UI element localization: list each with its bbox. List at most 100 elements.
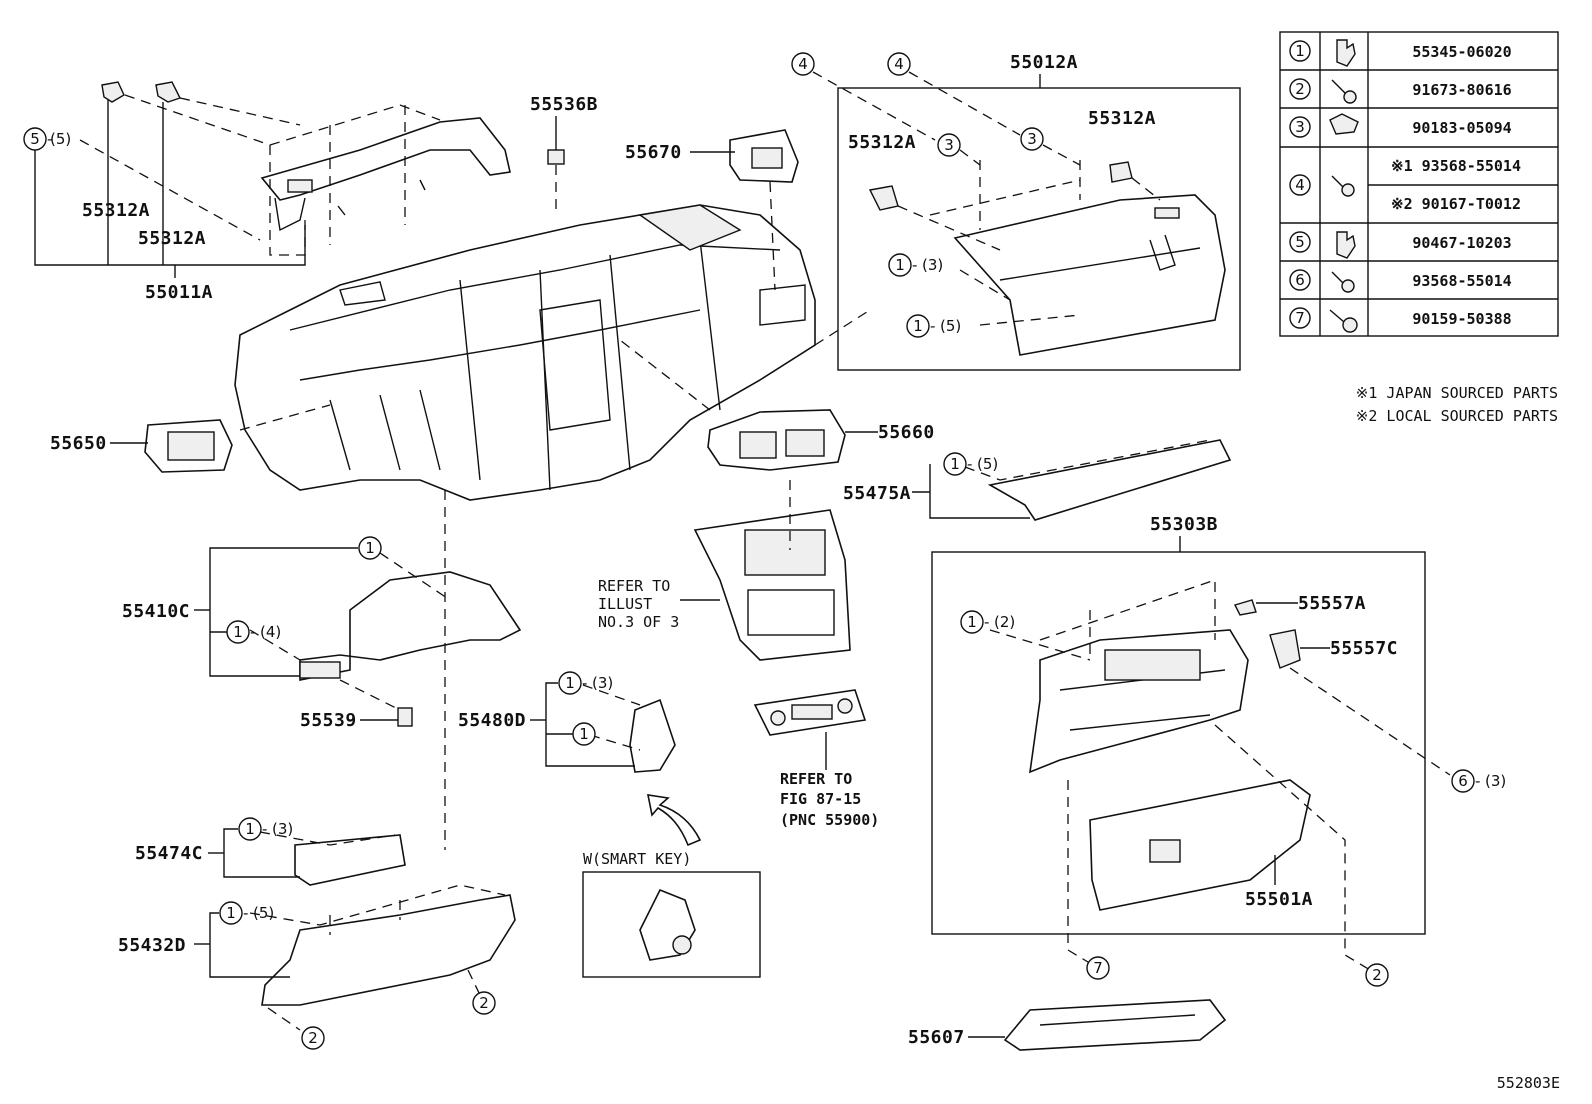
label-55432D: 55432D [118,935,186,956]
ref-fig-1: REFER TO [780,770,852,788]
svg-text:(5): (5) [977,455,998,473]
svg-text:1: 1 [565,674,575,692]
svg-text:7: 7 [1093,959,1103,977]
svg-text:6: 6 [1458,772,1468,790]
clip-55312A-box-right [1109,161,1133,183]
svg-text:90159-50388: 90159-50388 [1412,310,1511,328]
svg-text:3: 3 [1027,130,1037,148]
svg-text:91673-80616: 91673-80616 [1412,81,1511,99]
ref-illust-1: REFER TO [598,577,670,595]
svg-text:※1 93568-55014: ※1 93568-55014 [1391,157,1521,175]
smart-key-switch [672,935,692,955]
svg-text:(3): (3) [1485,772,1506,790]
svg-text:(3): (3) [922,256,943,274]
smart-key-label: W(SMART KEY) [583,850,691,868]
label-55557C: 55557C [1330,638,1398,659]
label-55501A: 55501A [1245,889,1313,910]
svg-text:(5): (5) [940,317,961,335]
bolt-icon [1331,175,1355,197]
clip-55312A-right [155,81,181,103]
switch-base-55480D [629,698,676,773]
nut-clip-icon [1329,113,1359,135]
label-55650: 55650 [50,433,107,454]
plug-55536B [547,149,565,165]
svg-text:-: - [1475,772,1480,790]
svg-text:4: 4 [1295,176,1305,194]
label-55480D: 55480D [458,710,526,731]
label-55557A: 55557A [1298,593,1366,614]
label-55303B: 55303B [1150,514,1218,535]
svg-text:6: 6 [1295,271,1305,289]
ref-illust-3: NO.3 OF 3 [598,613,679,631]
svg-text:5: 5 [1295,233,1305,251]
legend-row-4: 4 ※1 93568-55014 ※2 90167-T0012 [1289,157,1521,213]
svg-text:2: 2 [1372,966,1382,984]
svg-text:3: 3 [944,136,954,154]
smart-key-box [582,871,761,978]
label-55539: 55539 [300,710,357,731]
screw-icon [1331,79,1357,104]
vent-55660 [707,409,846,471]
label-55410C: 55410C [122,601,190,622]
label-55536B: 55536B [530,94,598,115]
svg-text:90467-10203: 90467-10203 [1412,234,1511,252]
label-55312A-box-right: 55312A [1088,108,1156,129]
legend-row-1: 1 55345-06020 [1289,39,1512,67]
svg-text:-: - [930,317,935,335]
screw-icon [1329,309,1358,333]
callout-5: 5 [30,130,40,148]
label-55607: 55607 [908,1027,965,1048]
clip-icon [1336,39,1356,67]
glovebox-upper-panel [953,194,1226,356]
glove-compartment-door [1029,629,1249,774]
label-55670: 55670 [625,142,682,163]
svg-text:1: 1 [1295,42,1305,60]
svg-text:90183-05094: 90183-05094 [1412,119,1511,137]
box-55012A [837,87,1241,371]
clip-icon [1336,231,1356,259]
trim-55475A [987,439,1232,521]
svg-text:1: 1 [245,820,255,838]
upper-panel-55011A [260,117,511,232]
instrument-panel-frame [234,204,816,501]
svg-text:1: 1 [950,455,960,473]
legend-row-7: 7 90159-50388 [1289,307,1512,333]
svg-text:-: - [243,904,248,922]
damper-55557A [1233,599,1257,616]
center-bezel [693,509,851,661]
cluster-hood-55410C [299,571,522,681]
instrument-panel-55011A-group [234,204,816,501]
svg-text:1: 1 [913,317,923,335]
label-55011A: 55011A [145,282,213,303]
svg-text:(4): (4) [260,623,281,641]
legend-note-1: ※1 JAPAN SOURCED PARTS [1356,384,1558,402]
svg-text:2: 2 [1295,80,1305,98]
svg-text:-: - [967,455,972,473]
legend-row-3: 3 90183-05094 [1289,113,1512,138]
vent-55650 [144,419,233,473]
svg-text:(5): (5) [253,904,274,922]
svg-text:2: 2 [479,994,489,1012]
svg-text:1: 1 [967,613,977,631]
svg-text:(2): (2) [994,613,1015,631]
switch-55539 [397,707,413,727]
lower-panel-55432D [261,894,516,1006]
damper-55557C [1269,629,1301,669]
ref-fig-2: FIG 87-15 [780,790,861,808]
svg-text:-: - [262,820,267,838]
svg-text:1: 1 [365,539,375,557]
svg-text:(3): (3) [272,820,293,838]
svg-text:-: - [984,613,989,631]
clip-55312A-box-left [868,185,899,211]
label-55012A: 55012A [1010,52,1078,73]
climate-control-unit [753,689,867,736]
box-55303B [931,551,1426,935]
callout-5-qty: (5) [50,130,71,148]
legend-row-2: 2 91673-80616 [1289,78,1512,104]
view-arrow [646,794,702,847]
svg-text:4: 4 [798,55,808,73]
svg-text:1: 1 [226,904,236,922]
svg-text:-: - [912,256,917,274]
svg-text:55345-06020: 55345-06020 [1412,43,1511,61]
